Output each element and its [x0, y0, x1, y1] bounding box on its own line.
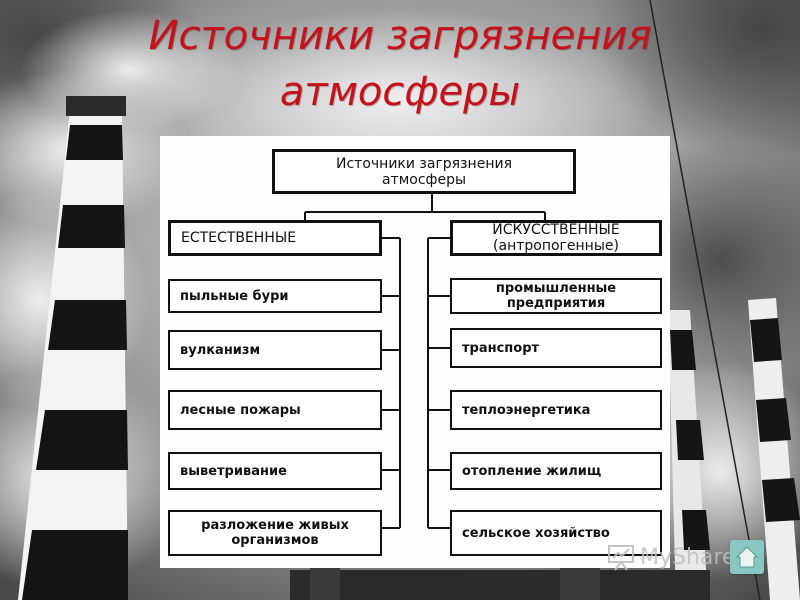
root-node-line-1: Источники загрязнения: [336, 155, 512, 172]
anthropogenic-source-label: сельское хозяйство: [462, 525, 610, 541]
anthropogenic-label-line-1: ИСКУССТВЕННЫЕ: [492, 222, 620, 238]
pollution-sources-diagram: Источники загрязнения атмосферы ЕСТЕСТВЕ…: [160, 136, 670, 568]
anthropogenic-source-label: теплоэнергетика: [462, 402, 591, 418]
slide-title: Источники загрязнения атмосферы: [120, 8, 680, 120]
anthropogenic-source-item: отопление жилищ: [450, 452, 662, 490]
natural-source-label-line-1: разложение живых: [201, 518, 349, 533]
root-node: Источники загрязнения атмосферы: [272, 149, 576, 194]
natural-source-label-line-2: организмов: [231, 533, 319, 548]
slide-title-line-2: атмосферы: [279, 69, 521, 115]
anthropogenic-sources-header: ИСКУССТВЕННЫЕ (антропогенные): [450, 220, 662, 256]
diagram-connectors: [304, 194, 546, 529]
natural-source-label: пыльные бури: [180, 288, 289, 304]
natural-source-label: лесные пожары: [180, 402, 301, 418]
anthropogenic-source-label-line-2: предприятия: [506, 296, 606, 311]
anthropogenic-source-label-line-1: промышленные: [495, 281, 617, 296]
natural-source-item: пыльные бури: [168, 279, 382, 313]
slide-title-line-1: Источники загрязнения: [148, 13, 652, 59]
natural-source-item: разложение живых организмов: [168, 510, 382, 556]
home-icon: [735, 546, 759, 568]
anthropogenic-label-line-2: (антропогенные): [493, 238, 619, 254]
presentation-board-icon: [608, 545, 634, 571]
anthropogenic-source-item: транспорт: [450, 328, 662, 368]
natural-sources-header: ЕСТЕСТВЕННЫЕ: [168, 220, 382, 256]
natural-source-label: выветривание: [180, 463, 287, 479]
natural-source-label: вулканизм: [180, 342, 261, 358]
anthropogenic-source-item: промышленные предприятия: [450, 278, 662, 314]
natural-source-item: выветривание: [168, 452, 382, 490]
natural-sources-label: ЕСТЕСТВЕННЫЕ: [181, 229, 297, 246]
natural-source-item: вулканизм: [168, 330, 382, 370]
watermark-badge: [730, 540, 764, 574]
root-node-line-2: атмосферы: [381, 171, 467, 188]
anthropogenic-source-label: транспорт: [462, 340, 540, 356]
anthropogenic-source-item: сельское хозяйство: [450, 510, 662, 556]
natural-source-item: лесные пожары: [168, 390, 382, 430]
anthropogenic-source-label: отопление жилищ: [462, 463, 602, 479]
anthropogenic-source-item: теплоэнергетика: [450, 390, 662, 430]
